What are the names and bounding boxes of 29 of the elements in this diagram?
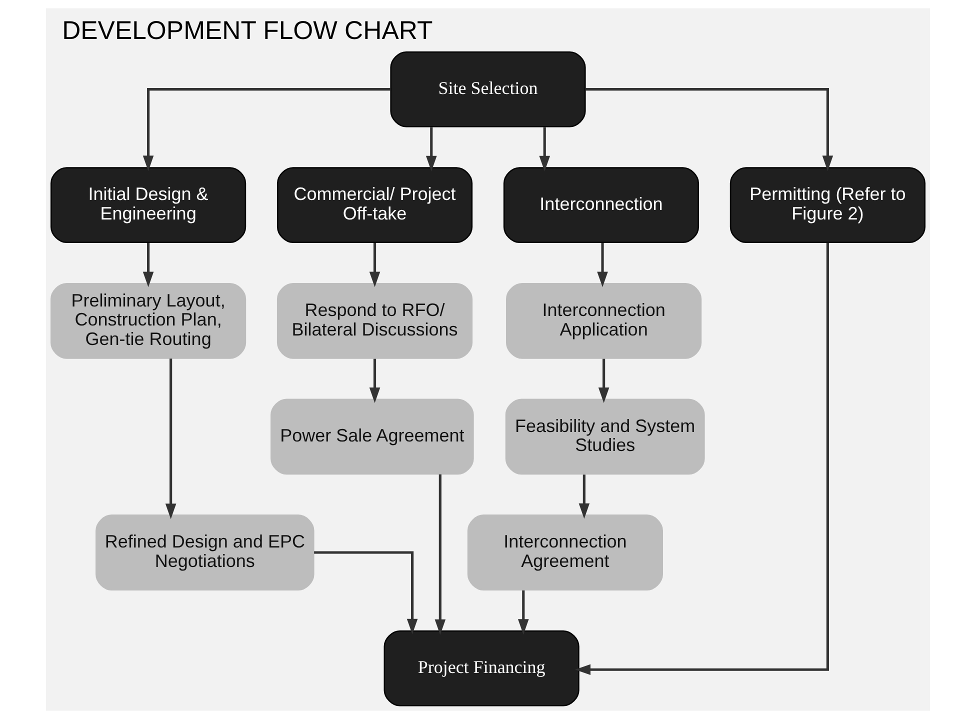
arrow — [584, 88, 833, 172]
arrow — [368, 243, 380, 288]
arrow — [578, 474, 590, 519]
node-box: Feasibility and System Studies — [504, 398, 704, 475]
node-box: Preliminary Layout, Construction Plan, Gen-tie Routing — [50, 282, 246, 359]
node-box: Project Financing — [383, 630, 579, 706]
diagram-title: DEVELOPMENT FLOW CHART — [62, 17, 432, 46]
node-box: Refined Design and EPC Negotiations — [95, 514, 314, 590]
arrow — [368, 358, 380, 403]
node-box: Interconnection — [502, 167, 699, 244]
arrow — [142, 243, 154, 288]
arrow — [596, 243, 608, 288]
arrow — [164, 358, 176, 520]
node-box: Commercial/ Project Off-take — [276, 167, 472, 244]
arrow — [574, 242, 828, 676]
arrow — [434, 474, 446, 635]
node-box: Respond to RFO/ Bilateral Discussions — [276, 282, 472, 359]
node-box: Power Sale Agreement — [270, 398, 474, 475]
node-box: Site Selection — [390, 51, 586, 128]
node-box: Interconnection Agreement — [466, 514, 662, 590]
arrow — [538, 127, 550, 172]
arrow — [425, 127, 436, 172]
arrow — [142, 88, 390, 172]
node-box: Initial Design & Engineering — [50, 167, 246, 244]
arrow — [517, 590, 528, 635]
node-box: Interconnection Application — [506, 282, 702, 359]
arrow — [598, 358, 609, 403]
arrow — [314, 551, 418, 634]
node-box: Permitting (Refer to Figure 2) — [729, 167, 925, 244]
